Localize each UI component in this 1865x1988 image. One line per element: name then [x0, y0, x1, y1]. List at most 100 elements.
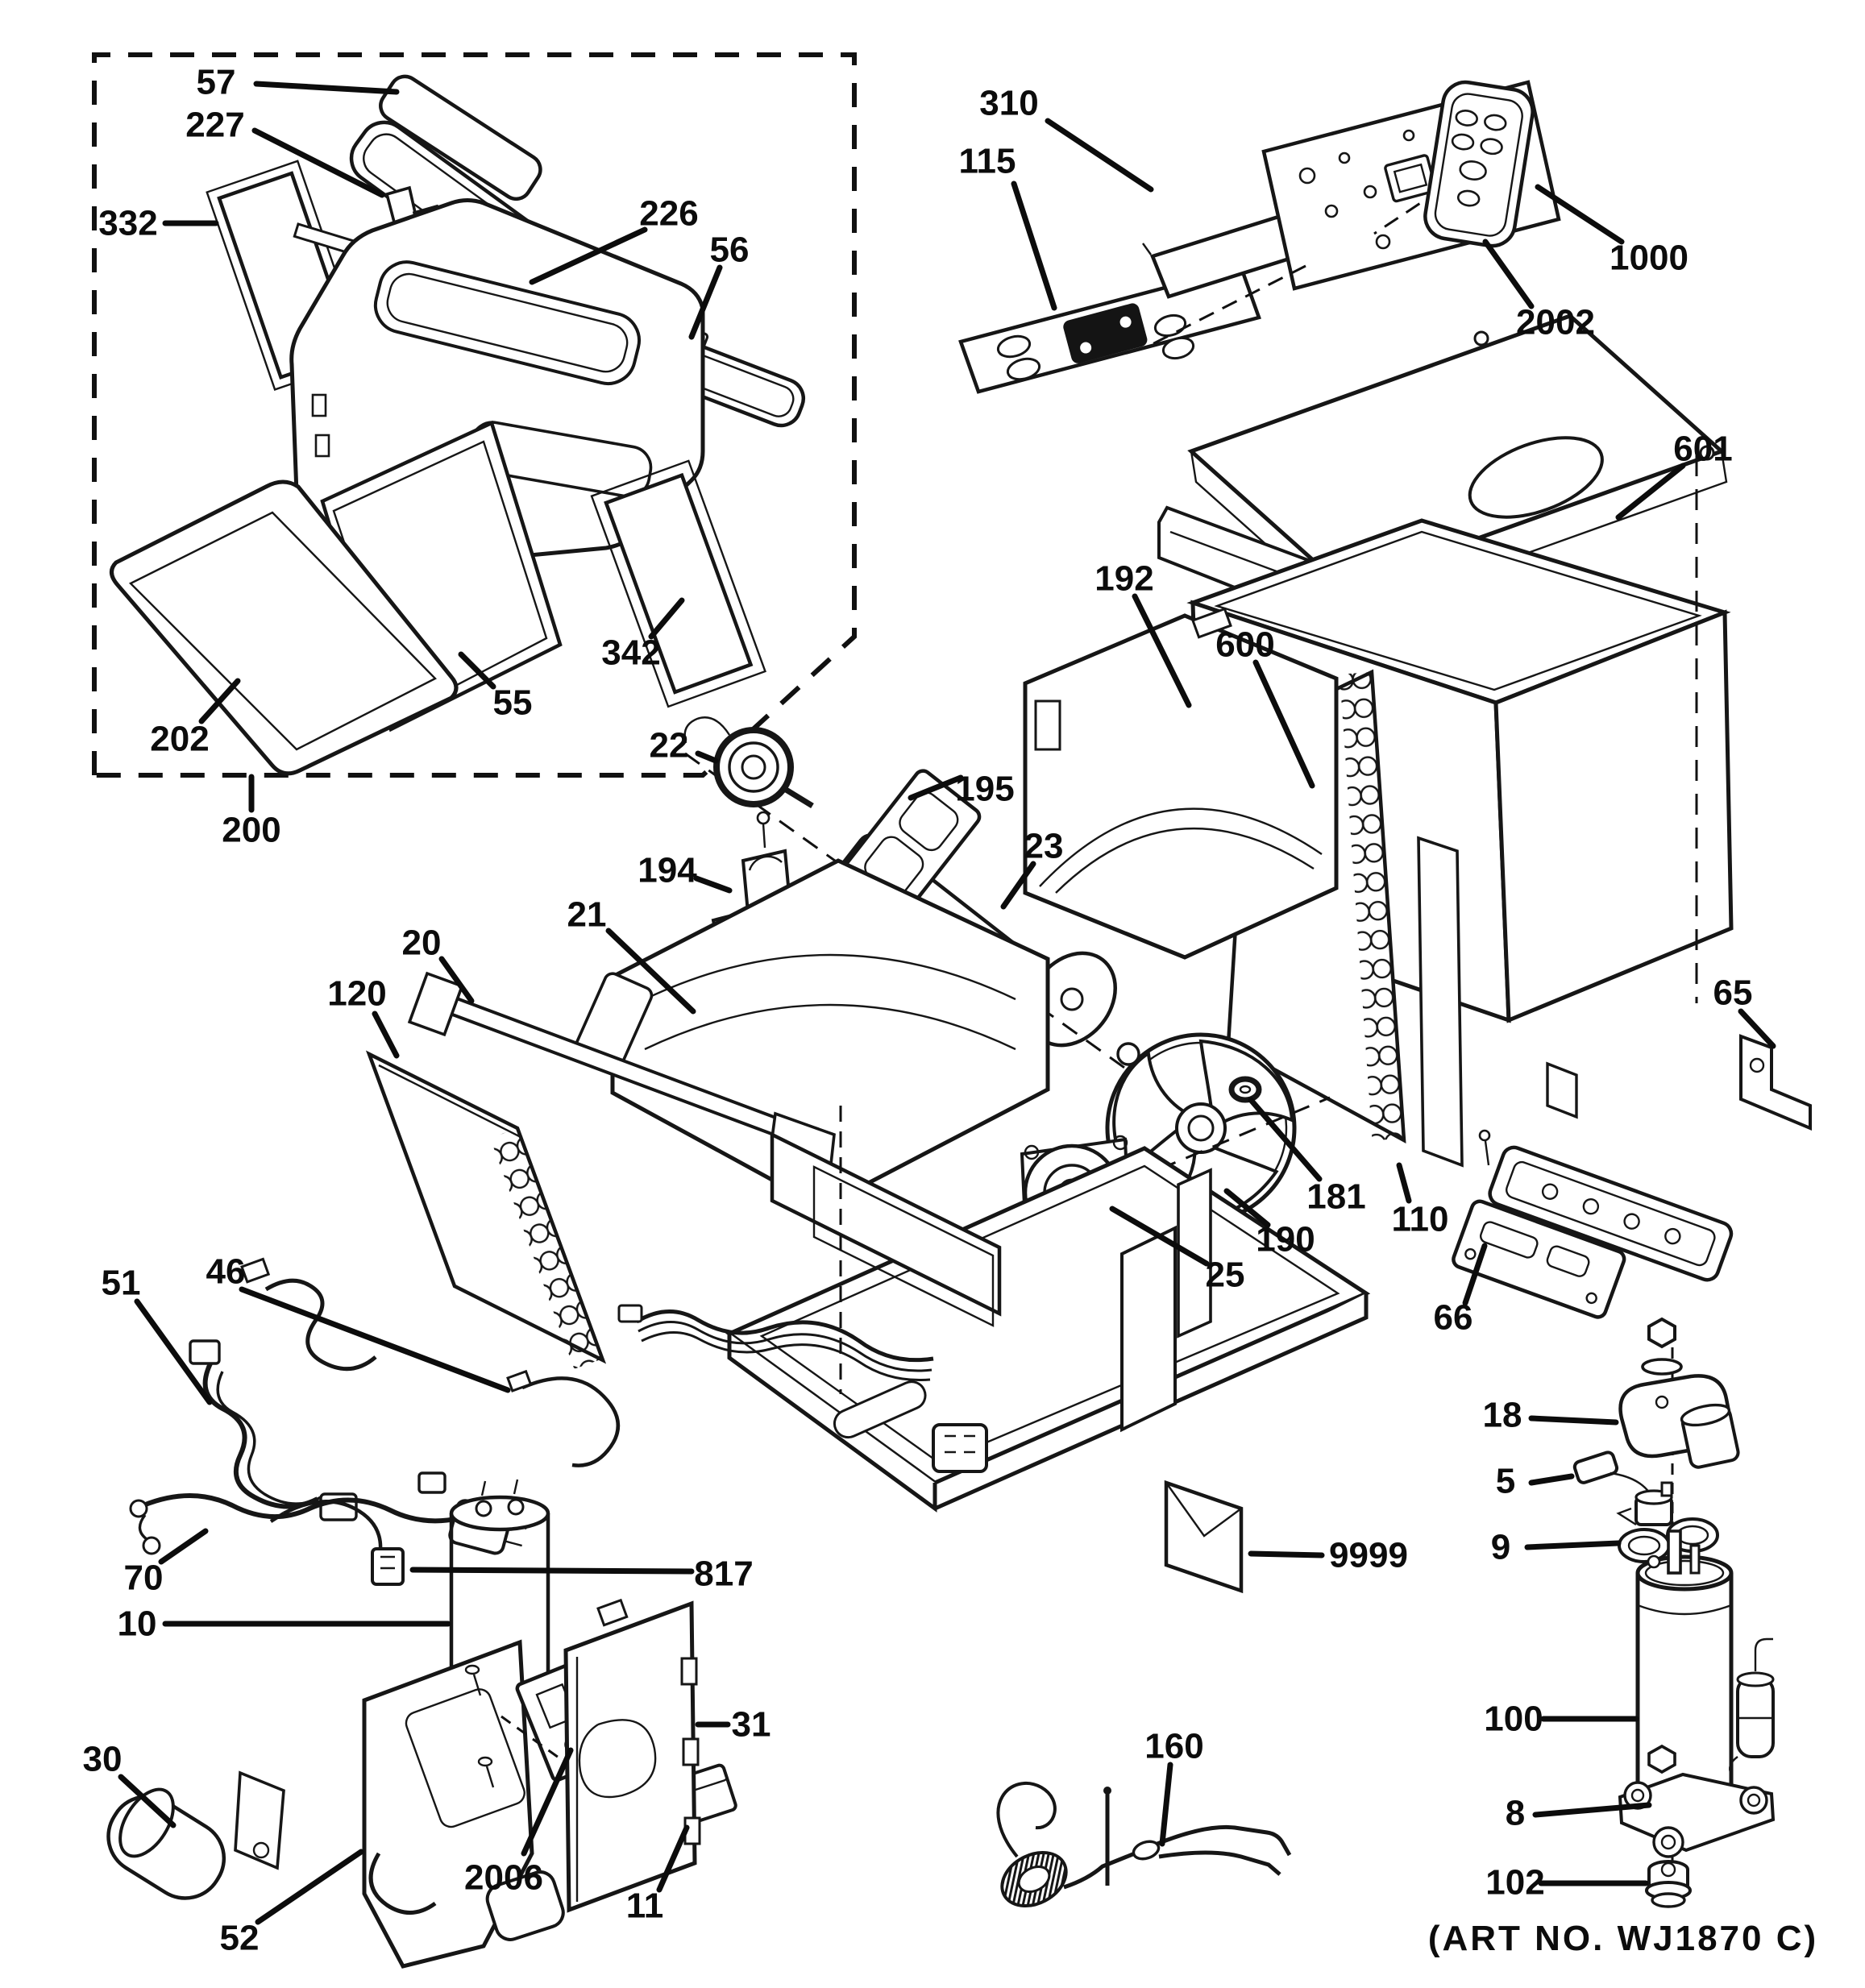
leader-601 — [1615, 463, 1686, 521]
leader-23 — [1000, 861, 1036, 910]
part-21-air-scroll-bottom — [574, 858, 1050, 1210]
leader-25 — [1109, 1206, 1210, 1267]
leader-51 — [134, 1298, 213, 1405]
part-102-grommet — [1645, 1860, 1692, 1908]
leader-55 — [458, 651, 496, 690]
leader-342 — [648, 597, 685, 640]
callout-160: 160 — [1144, 1727, 1203, 1766]
part-192-air-scroll-top — [1023, 607, 1339, 960]
leader-192 — [1132, 593, 1192, 708]
part-52-mounting-bracket — [362, 1639, 565, 1969]
callout-226: 226 — [639, 194, 698, 234]
callout-21: 21 — [567, 895, 607, 935]
part-31-control-box — [563, 1598, 701, 1913]
leader-5 — [1528, 1473, 1575, 1486]
leader-9 — [1524, 1540, 1622, 1550]
part-342-side-louver-panel-right — [590, 459, 766, 708]
leader-160 — [1159, 1762, 1173, 1847]
leader-70 — [158, 1528, 209, 1565]
leader-46 — [239, 1286, 511, 1393]
callout-66: 66 — [1434, 1298, 1473, 1338]
callout-817: 817 — [694, 1554, 753, 1594]
leader-310 — [1045, 118, 1154, 193]
part-160-sensor-capillary — [996, 1782, 1292, 1908]
callout-55: 55 — [493, 683, 533, 723]
part-51-wire-harness — [189, 1257, 447, 1521]
callout-192: 192 — [1094, 559, 1153, 599]
leader-66 — [1462, 1243, 1488, 1306]
callout-57: 57 — [197, 63, 236, 102]
callout-46: 46 — [206, 1252, 246, 1292]
leader-9999 — [1248, 1550, 1325, 1558]
part-base-pan — [725, 1106, 1371, 1513]
callout-9999: 9999 — [1329, 1536, 1408, 1575]
callout-227: 227 — [185, 106, 244, 145]
callout-194: 194 — [638, 851, 697, 890]
callout-120: 120 — [327, 974, 386, 1014]
callout-31: 31 — [732, 1705, 771, 1745]
leader-227 — [251, 127, 385, 198]
part-1000-remote-control — [1423, 80, 1535, 248]
leader-52 — [255, 1849, 364, 1925]
leader-115 — [1011, 181, 1057, 311]
callout-2006: 2006 — [464, 1858, 543, 1898]
leader-20 — [438, 956, 475, 1004]
callout-23: 23 — [1024, 827, 1064, 866]
part-compressor-group — [1572, 1317, 1776, 1908]
callout-181: 181 — [1306, 1177, 1365, 1217]
dashed-boundary-box — [92, 52, 857, 778]
part-22-blower-motor — [683, 716, 814, 808]
part-18-muffler — [1618, 1374, 1740, 1469]
callout-100: 100 — [1484, 1700, 1543, 1739]
leader-110 — [1396, 1162, 1412, 1204]
leader-21 — [605, 928, 696, 1015]
callout-11: 11 — [626, 1886, 664, 1926]
callout-2002: 2002 — [1516, 303, 1595, 342]
callout-51: 51 — [102, 1264, 141, 1303]
part-30-drain-fitting — [106, 1770, 285, 1900]
leader-195 — [908, 774, 964, 801]
leader-65 — [1738, 1008, 1776, 1049]
part-5-terminal-lead — [1572, 1451, 1673, 1526]
callout-10: 10 — [118, 1604, 157, 1644]
leader-22 — [695, 750, 719, 764]
callout-600: 600 — [1215, 625, 1274, 665]
compressor-top-nut — [1641, 1317, 1683, 1376]
part-46-thermistor-wire — [506, 1369, 621, 1467]
part-202-front-grille — [110, 479, 459, 776]
callout-52: 52 — [220, 1919, 260, 1958]
callout-332: 332 — [98, 204, 157, 243]
compressor-accumulator — [1729, 1637, 1775, 1775]
leader-817 — [409, 1567, 695, 1575]
leader-57 — [253, 81, 400, 95]
callout-5: 5 — [1496, 1462, 1515, 1501]
leader-202 — [198, 678, 241, 724]
callout-70: 70 — [124, 1558, 164, 1598]
leader-8 — [1532, 1802, 1652, 1818]
callout-110: 110 — [1392, 1200, 1449, 1239]
callout-190: 190 — [1256, 1220, 1315, 1260]
callout-65: 65 — [1713, 973, 1753, 1013]
leader-56 — [688, 264, 723, 340]
callout-102: 102 — [1485, 1863, 1544, 1903]
leader-600 — [1252, 659, 1315, 789]
leader-11 — [656, 1824, 690, 1893]
callout-30: 30 — [83, 1740, 123, 1779]
callout-342: 342 — [601, 633, 660, 673]
leader-226 — [529, 226, 648, 285]
compressor-feet — [1618, 1772, 1776, 1858]
part-115-control-overlay — [958, 265, 1261, 394]
callout-200: 200 — [222, 811, 280, 850]
leader-30 — [118, 1774, 177, 1828]
callout-202: 202 — [150, 720, 209, 759]
leader-194 — [693, 875, 733, 894]
art-number: (ART NO. WJ1870 C) — [1428, 1919, 1818, 1958]
leader-120 — [372, 1011, 400, 1059]
callout-8: 8 — [1506, 1794, 1525, 1833]
callout-22: 22 — [650, 726, 689, 766]
part-9999-literature-envelope — [1164, 1480, 1244, 1594]
callout-115: 115 — [959, 142, 1016, 181]
